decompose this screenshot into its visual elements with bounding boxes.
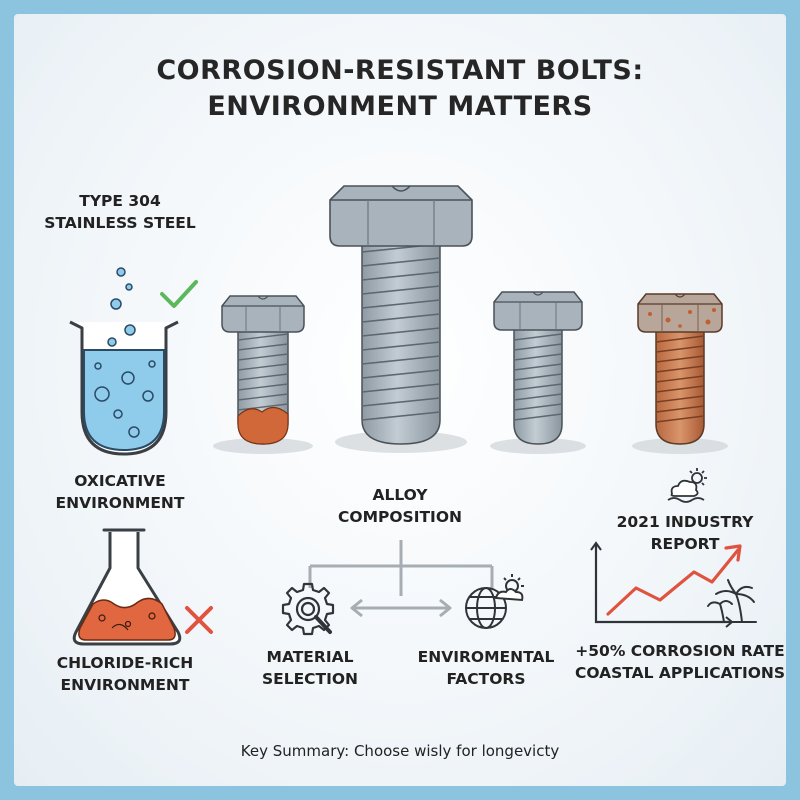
bolt-clean bbox=[493, 291, 583, 445]
material-label-line-1: TYPE 304 bbox=[79, 192, 161, 210]
corrosion-stat-line-2: COASTAL APPLICATIONS bbox=[574, 664, 786, 682]
cloud-sun-icon bbox=[667, 468, 707, 503]
alloy-line-2: COMPOSITION bbox=[338, 508, 462, 526]
corrosion-stat-line-1: +50% CORROSION RATE bbox=[575, 642, 785, 660]
industry-report-label: 2021 INDUSTRY REPORT bbox=[616, 513, 754, 553]
check-icon bbox=[160, 280, 198, 308]
environmental-factors-line-1: ENVIROMENTAL bbox=[417, 648, 555, 666]
environmental-factors-line-2: FACTORS bbox=[446, 670, 526, 688]
material-label: TYPE 304 STAINLESS STEEL bbox=[40, 190, 200, 234]
oxidative-env-line-1: OXICATIVE bbox=[74, 472, 166, 490]
alloy-line-1: ALLOY bbox=[372, 486, 428, 504]
title-line-2: ENVIRONMENT MATTERS bbox=[207, 91, 593, 122]
material-label-line-2: STAINLESS STEEL bbox=[44, 214, 196, 232]
chloride-env-label: CHLORIDE-RICH ENVIRONMENT bbox=[30, 652, 220, 696]
bolt-fully-rusted bbox=[637, 293, 723, 445]
material-selection-line-2: SELECTION bbox=[261, 670, 359, 688]
beaker-icon bbox=[69, 267, 179, 456]
flask-icon bbox=[72, 528, 182, 646]
bolt-large bbox=[329, 185, 473, 445]
oxidative-env-label: OXICATIVE ENVIRONMENT bbox=[30, 470, 210, 514]
material-selection-line-1: MATERIAL bbox=[266, 648, 354, 666]
oxidative-env-line-2: ENVIRONMENT bbox=[55, 494, 185, 512]
globe-weather-icon bbox=[465, 574, 524, 629]
cross-icon bbox=[185, 606, 213, 634]
corrosion-stat-label: +50% CORROSION RATE COASTAL APPLICATIONS bbox=[574, 640, 786, 684]
palm-tree-icon bbox=[707, 579, 757, 623]
alloy-composition-label: ALLOY COMPOSITION bbox=[310, 484, 490, 528]
material-selection-label: MATERIAL SELECTION bbox=[240, 646, 380, 690]
bolt-partially-rusted bbox=[221, 295, 305, 445]
key-summary: Key Summary: Choose wisly for longevicty bbox=[240, 742, 560, 760]
chloride-env-line-1: CHLORIDE-RICH bbox=[56, 654, 194, 672]
gear-magnifier-icon bbox=[281, 582, 335, 636]
connector-tree bbox=[308, 540, 494, 618]
trend-chart-icon bbox=[590, 541, 742, 628]
environmental-factors-label: ENVIROMENTAL FACTORS bbox=[406, 646, 566, 690]
chloride-env-line-2: ENVIRONMENT bbox=[60, 676, 190, 694]
title-line-1: CORROSION-RESISTANT BOLTS: bbox=[156, 55, 644, 86]
